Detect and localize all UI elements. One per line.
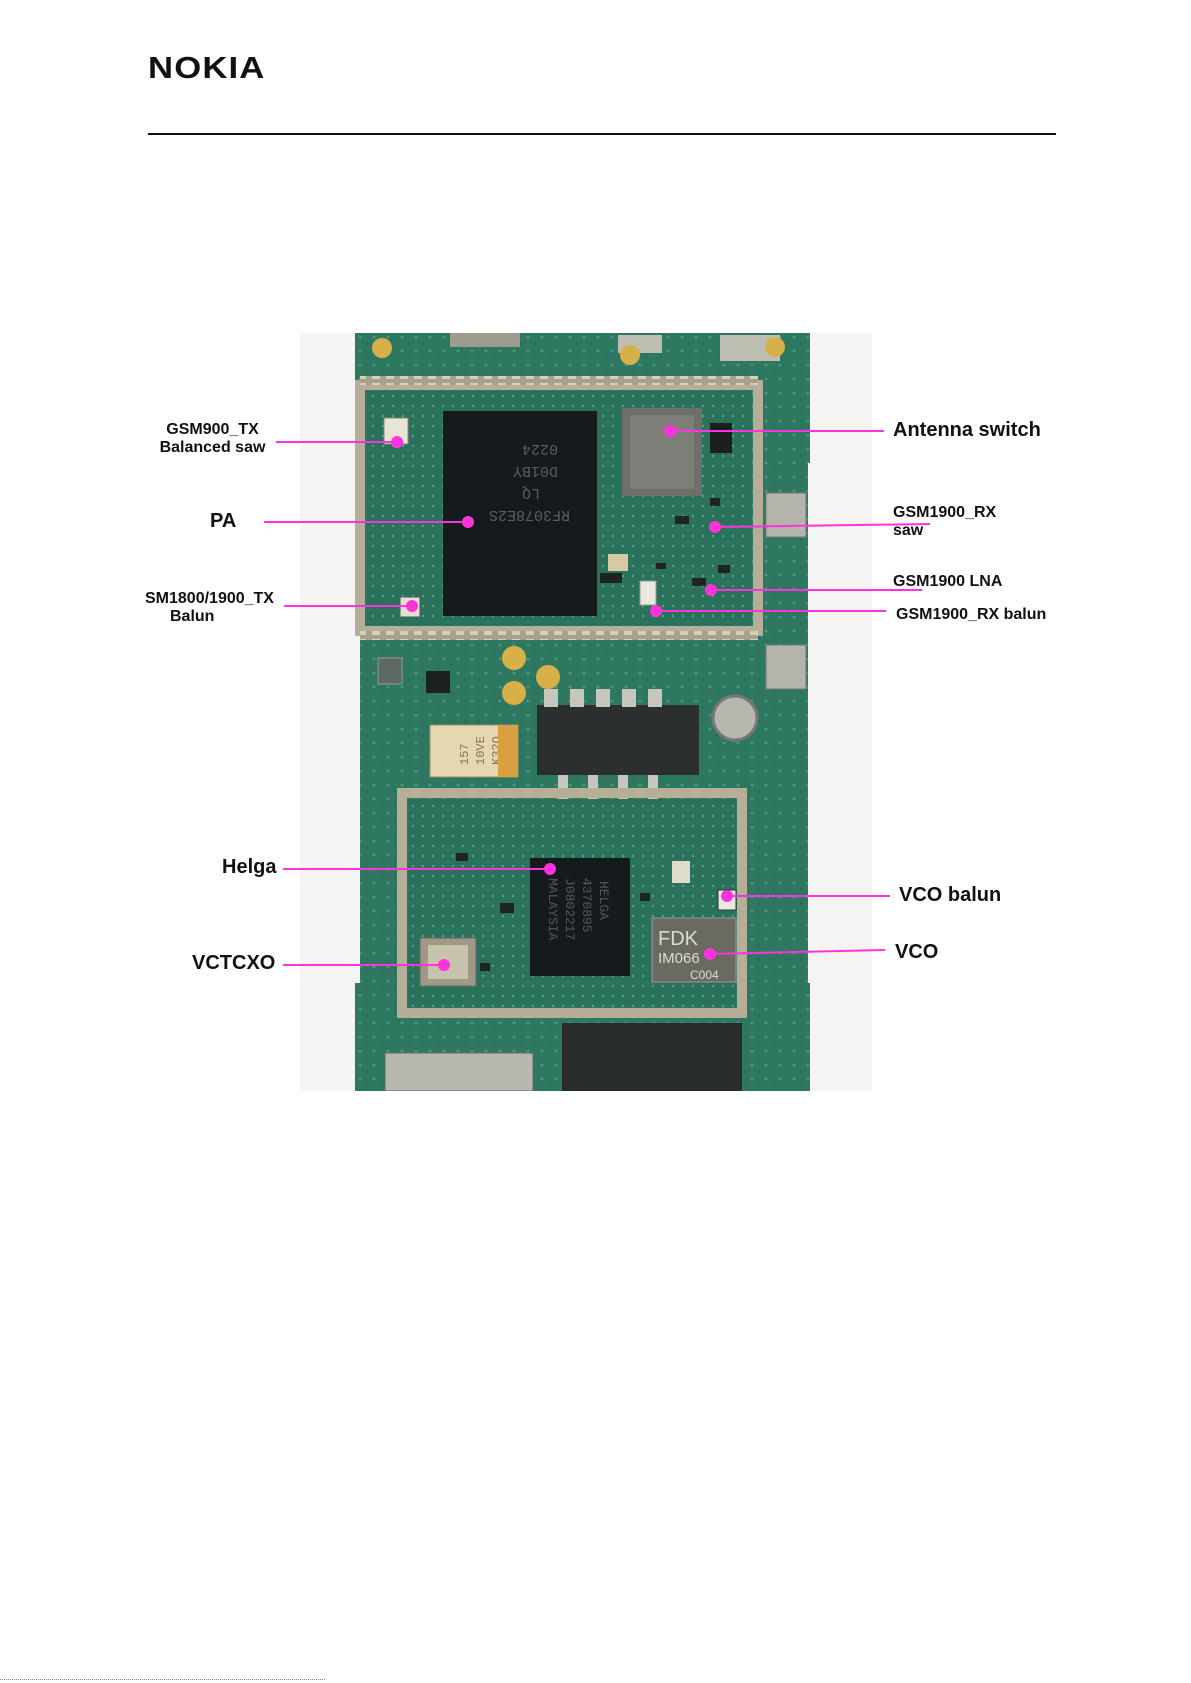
label-sm1800-tx-line2: Balun <box>145 608 274 626</box>
pointer-dot-gsm1900-rx-saw <box>709 521 721 533</box>
label-gsm1900-rx-balun: GSM1900_RX balun <box>896 606 1061 624</box>
label-antenna-switch: Antenna switch <box>893 419 1041 442</box>
label-gsm1900-rx-saw-line1: GSM1900_RX <box>893 504 996 522</box>
pointer-dot-gsm900-tx <box>391 436 403 448</box>
label-gsm900-tx-line1: GSM900_TX <box>145 421 280 439</box>
pointer-vco <box>710 950 885 954</box>
label-vco: VCO <box>895 941 938 964</box>
label-gsm900-tx: GSM900_TX Balanced saw <box>145 421 280 458</box>
label-gsm1900-rx-saw-line2: saw <box>893 522 996 540</box>
label-sm1800-tx: SM1800/1900_TX Balun <box>145 590 274 627</box>
pointer-dot-vco <box>704 948 716 960</box>
pointer-dot-vctcxo <box>438 959 450 971</box>
label-helga: Helga <box>222 856 276 879</box>
label-vctcxo: VCTCXO <box>192 952 275 975</box>
label-gsm900-tx-line2: Balanced saw <box>145 439 280 457</box>
label-gsm1900-lna: GSM1900 LNA <box>893 573 1002 591</box>
pointer-dot-gsm1900-rx-balun <box>650 605 662 617</box>
label-vco-balun: VCO balun <box>899 884 1001 907</box>
pointer-dot-pa <box>462 516 474 528</box>
label-gsm1900-rx-saw: GSM1900_RX saw <box>893 504 996 541</box>
pointer-dot-sm1800-balun <box>406 600 418 612</box>
pointer-dot-antenna-switch <box>664 425 676 437</box>
pointer-dot-vco-balun <box>721 890 733 902</box>
pointer-dot-gsm1900-lna <box>705 584 717 596</box>
footer-divider <box>0 1679 325 1681</box>
pointer-dot-helga <box>544 863 556 875</box>
label-sm1800-tx-line1: SM1800/1900_TX <box>145 590 274 608</box>
label-pa: PA <box>210 510 236 533</box>
